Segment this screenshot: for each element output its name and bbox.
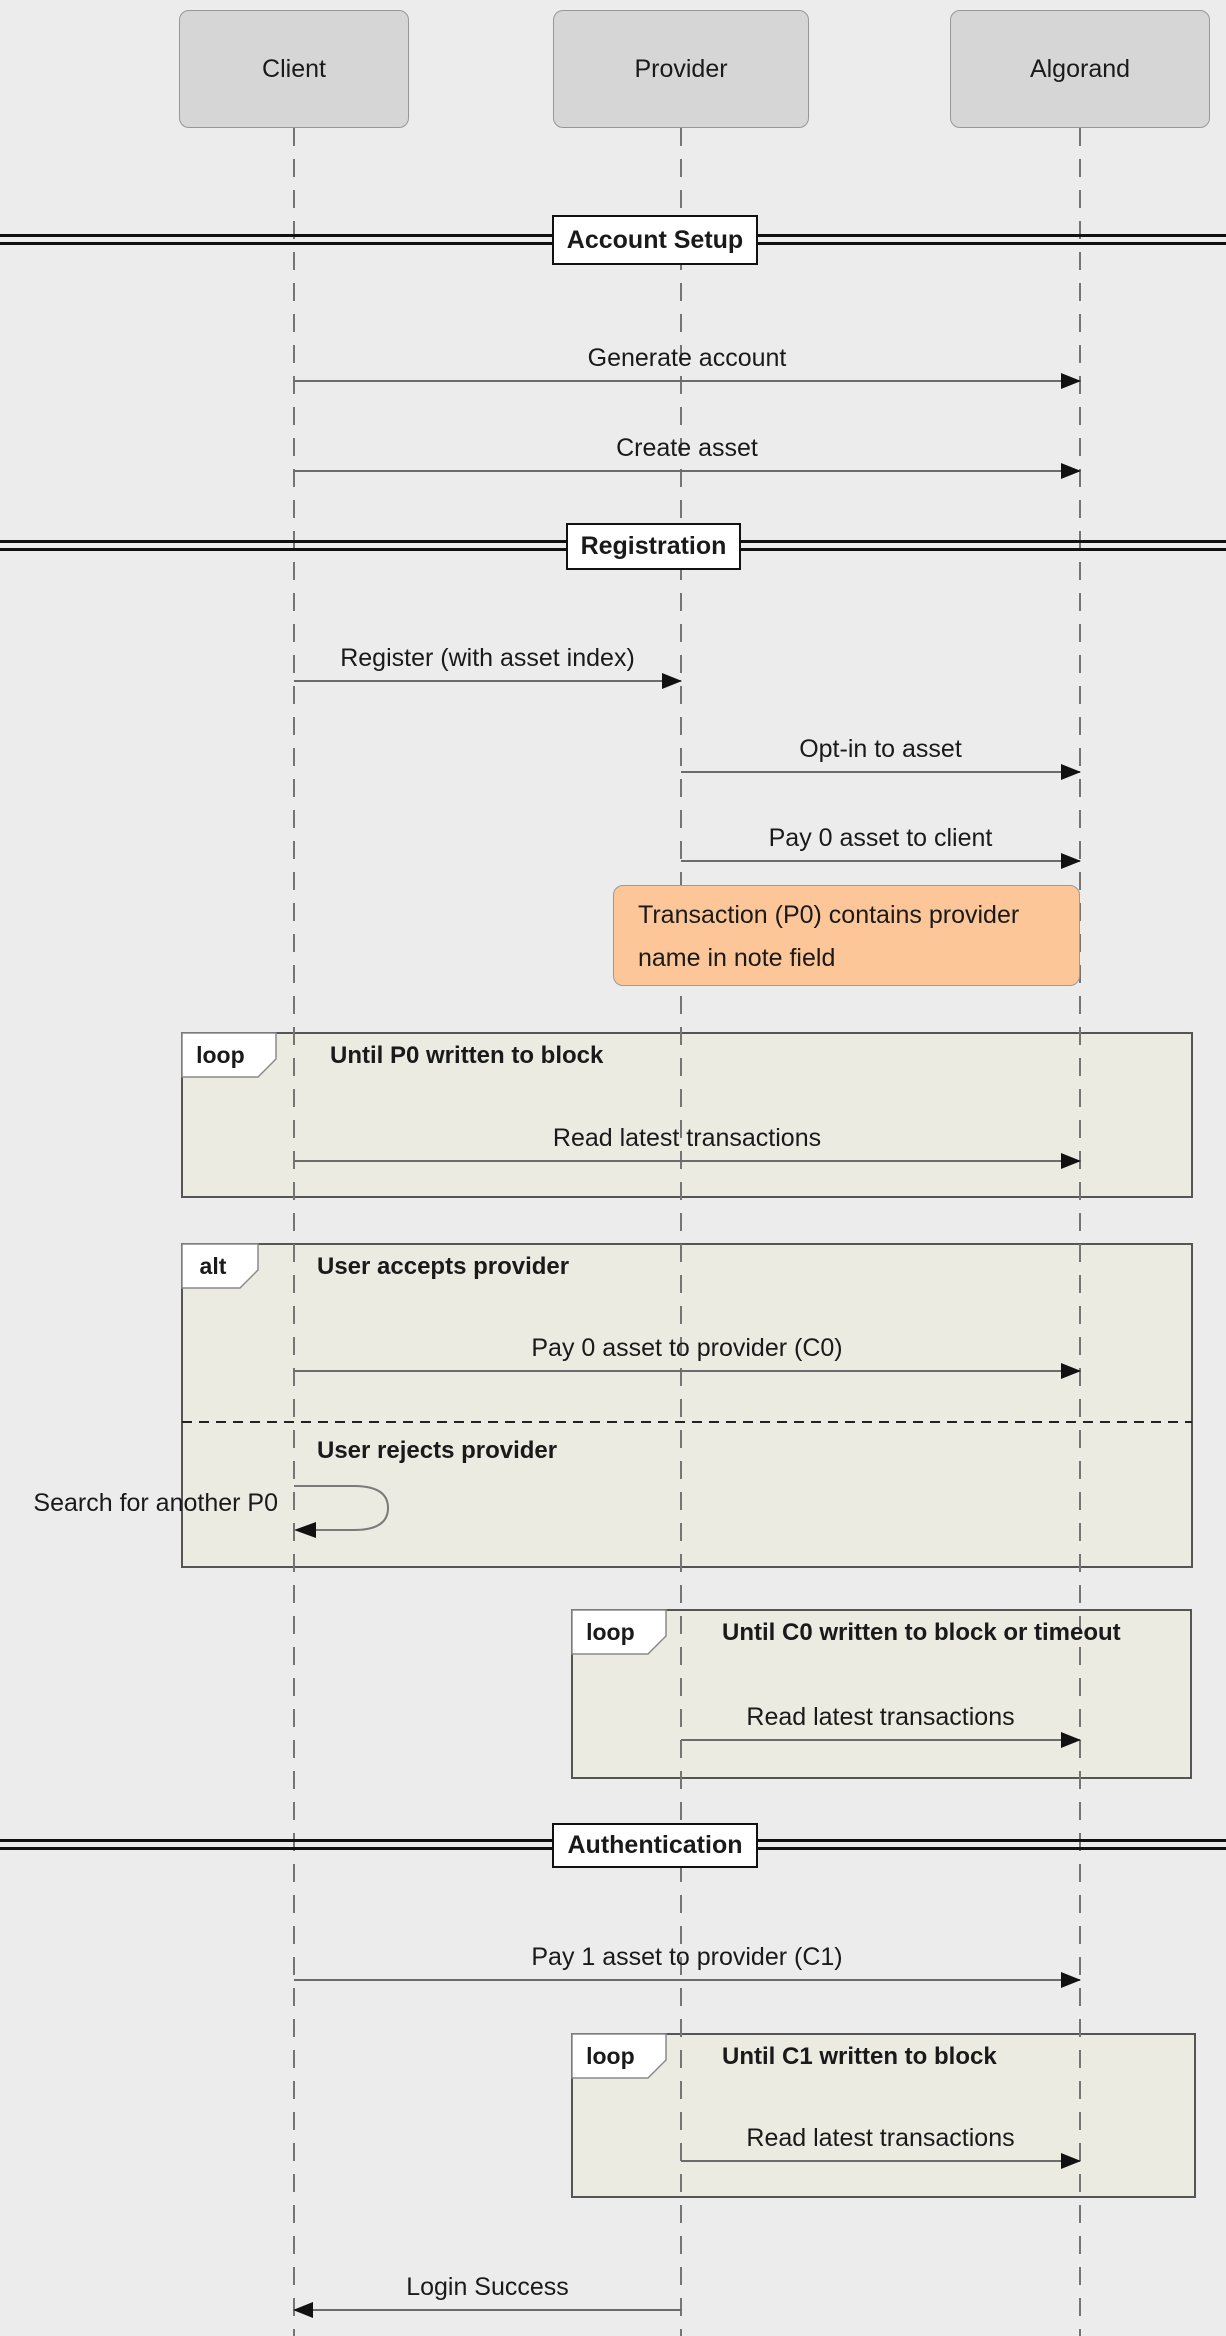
message-read-tx-p0: Read latest transactions [294, 1124, 1081, 1169]
message-label: Pay 0 asset to client [768, 824, 993, 852]
loop-title-c0: Until C0 written to block or timeout [722, 1619, 1121, 1646]
actor-provider: Provider [553, 10, 809, 128]
message-login-success: Login Success [293, 2273, 681, 2318]
loop-frame-c0 [571, 1609, 1192, 1779]
message-label: Read latest transactions [746, 2124, 1015, 2152]
message-register: Register (with asset index) [294, 644, 682, 689]
frame-tab-icon [571, 1609, 667, 1655]
frame-tab-label: alt [199, 1252, 227, 1279]
arrowhead-right-icon [1061, 1972, 1081, 1988]
arrowhead-right-icon [1061, 373, 1081, 389]
self-message-arrow [292, 1478, 412, 1547]
message-read-tx-c0: Read latest transactions [681, 1703, 1081, 1748]
arrow-line [681, 1732, 1081, 1748]
message-pay1-provider: Pay 1 asset to provider (C1) [294, 1943, 1081, 1988]
frame-tab-icon [181, 1032, 277, 1078]
message-label: Login Success [406, 2273, 569, 2301]
arrow-line [294, 373, 1081, 389]
note-text: Transaction (P0) contains provider name … [638, 901, 1020, 972]
frame-tab-label: loop [586, 1618, 635, 1645]
section-label-registration: Registration [566, 523, 741, 570]
arrow-line [681, 2153, 1081, 2169]
arrowhead-left-icon [293, 2302, 313, 2318]
section-label-text: Account Setup [566, 225, 744, 254]
message-label: Pay 0 asset to provider (C0) [531, 1334, 843, 1362]
arrowhead-right-icon [1061, 1732, 1081, 1748]
message-label: Register (with asset index) [340, 644, 635, 672]
arrow-line [294, 1972, 1081, 1988]
arrowhead-right-icon [1061, 463, 1081, 479]
note-box: Transaction (P0) contains provider name … [613, 885, 1080, 986]
loop-frame-c1 [571, 2033, 1196, 2198]
message-generate-account: Generate account [294, 344, 1081, 389]
alt-frame [181, 1243, 1193, 1568]
arrow-line [294, 673, 682, 689]
message-read-tx-c1: Read latest transactions [681, 2124, 1081, 2169]
actor-label: Provider [634, 54, 728, 83]
arrow-line [681, 853, 1081, 869]
frame-tab-label: loop [586, 2042, 635, 2069]
lifeline-client [293, 128, 295, 2336]
section-label-text: Registration [580, 532, 727, 560]
message-create-asset: Create asset [294, 434, 1081, 479]
frame-tab-icon [571, 2033, 667, 2079]
lifeline-provider [680, 128, 682, 2336]
message-opt-in: Opt-in to asset [681, 735, 1081, 780]
section-label-text: Authentication [567, 1831, 743, 1859]
arrow-line [294, 463, 1081, 479]
loop-frame-p0 [181, 1032, 1193, 1198]
section-label-authentication: Authentication [552, 1823, 758, 1868]
loop-tab-p0: loop [181, 1032, 277, 1078]
loop-title-c1: Until C1 written to block [722, 2043, 997, 2070]
arrow-line [681, 764, 1081, 780]
alt-title-reject: User rejects provider [317, 1437, 558, 1464]
alt-tab: alt [181, 1243, 259, 1289]
actor-label: Algorand [1029, 54, 1131, 83]
arrowhead-right-icon [1061, 2153, 1081, 2169]
arrow-line [294, 1363, 1081, 1379]
message-label: Pay 1 asset to provider (C1) [531, 1943, 843, 1971]
lifeline-algorand [1079, 128, 1081, 2336]
loop-tab-c0: loop [571, 1609, 667, 1655]
arrowhead-right-icon [1061, 1363, 1081, 1379]
actor-algorand: Algorand [950, 10, 1210, 128]
message-label: Create asset [616, 434, 758, 462]
arrowhead-right-icon [662, 673, 682, 689]
message-label: Read latest transactions [746, 1703, 1015, 1731]
arrow-line [293, 2302, 681, 2318]
arrowhead-right-icon [1061, 1153, 1081, 1169]
loop-tab-c1: loop [571, 2033, 667, 2079]
arrow-line [294, 1153, 1081, 1169]
arrowhead-right-icon [1061, 764, 1081, 780]
message-label: Generate account [587, 344, 787, 372]
alt-else-divider [182, 1421, 1192, 1423]
actor-label: Client [262, 54, 326, 83]
arrowhead-left-icon [294, 1522, 316, 1538]
alt-title-accept: User accepts provider [317, 1253, 570, 1280]
frame-tab-icon [181, 1243, 259, 1289]
section-label-account-setup: Account Setup [552, 215, 758, 265]
message-label: Read latest transactions [552, 1124, 822, 1152]
message-pay0-client: Pay 0 asset to client [681, 824, 1081, 869]
self-loop-arrow-icon [294, 1485, 390, 1538]
arrowhead-right-icon [1061, 853, 1081, 869]
message-pay0-provider: Pay 0 asset to provider (C0) [294, 1334, 1081, 1379]
self-message-label: Search for another P0 [33, 1489, 278, 1517]
actor-client: Client [179, 10, 409, 128]
loop-title-p0: Until P0 written to block [330, 1042, 604, 1069]
frame-tab-label: loop [196, 1041, 245, 1068]
message-label: Opt-in to asset [799, 735, 962, 763]
